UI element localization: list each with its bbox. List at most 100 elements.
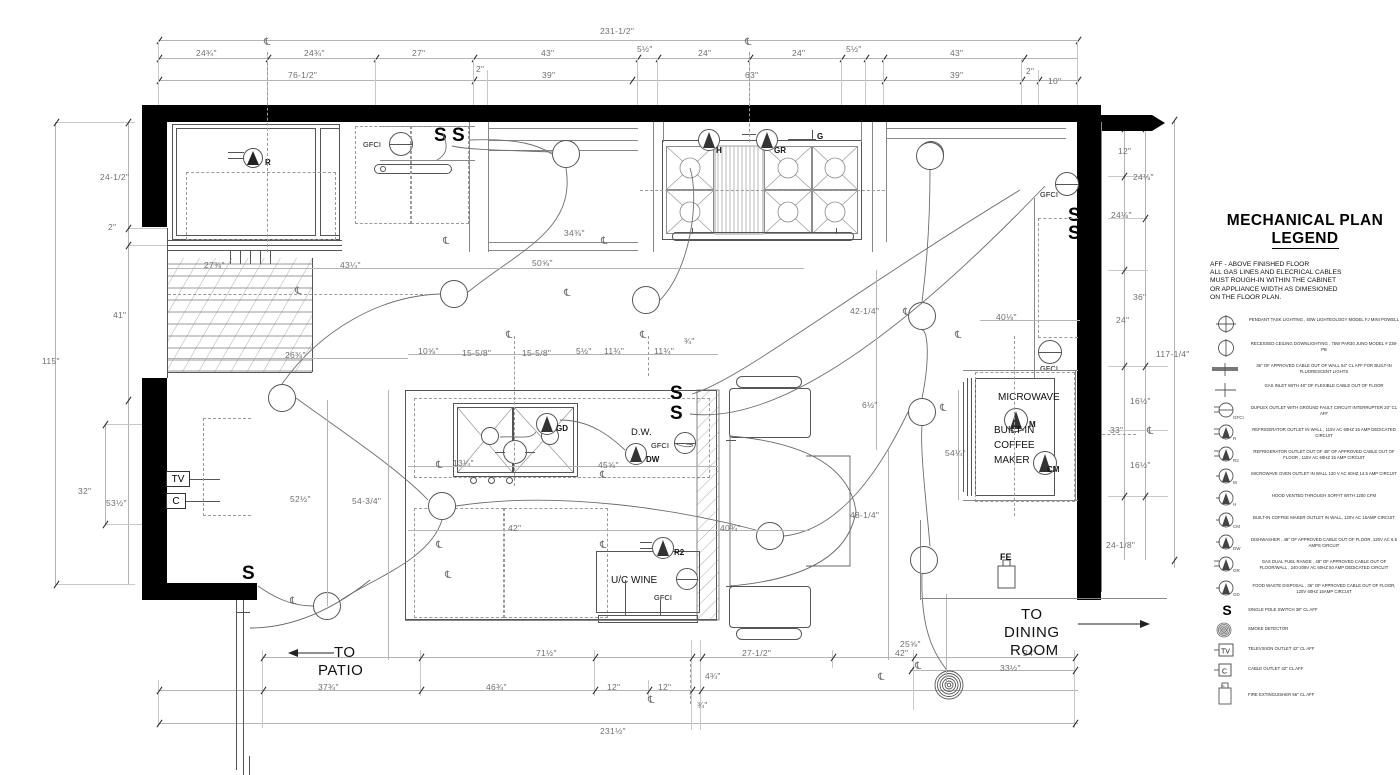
legend-row-dishwasher: DW DISHWASHER , 48" OF APPROVED CABLE OU… [1210, 534, 1400, 554]
label-to-dining-line1: TO [1021, 606, 1043, 623]
dishwasher-wedge [630, 446, 642, 462]
legend-text-fire: FIRE EXTINGUISHER 56" CL AFF [1248, 692, 1315, 698]
gas-range-symbol: GR [1210, 556, 1244, 573]
dim-top-10: 2" [1026, 66, 1035, 76]
legend-row-cable-wall: 36" OF APPROVED CABLE OUT OF WALL 54" CL… [1210, 362, 1400, 380]
downlight-6 [756, 522, 784, 550]
dim-top-8: 5½" [846, 44, 862, 54]
dim-right-5: 24" [1116, 315, 1130, 325]
svg-text:R: R [1233, 436, 1237, 441]
sink-outline [453, 403, 578, 477]
legend-row-refrig-floor: R2 REFRIGERATOR OUTLET OUT OF 48" OF APP… [1210, 446, 1400, 466]
device-tag-hood: H [716, 146, 722, 155]
dim-top-3: 27" [412, 48, 426, 58]
burner-crosses [665, 145, 859, 235]
wall-cab-left [355, 126, 411, 224]
hood-symbol-wedge [703, 132, 715, 148]
smoke-detector-symbol [934, 670, 964, 700]
mw-cm-cabinet-dashed [975, 372, 1075, 502]
dim-bottom2-5: ¾" [697, 700, 708, 710]
dimline-v-6 [876, 390, 877, 438]
dim-bottom-4: 24" [1023, 648, 1037, 658]
switch-5: S [670, 383, 683, 404]
gfci-label-5: GFCI [654, 593, 672, 602]
gas-inlet-symbol [1210, 382, 1244, 398]
burner-1 [666, 146, 714, 190]
dim-int-5-1-2: 5½" [576, 346, 592, 356]
svg-text:TV: TV [1221, 649, 1230, 656]
switch-4: S [1068, 223, 1081, 244]
refrigerator-cabinet-dashed [186, 172, 336, 240]
dimline-left-col2 [128, 122, 129, 584]
switch-2: S [452, 125, 465, 146]
legend-text-dishwasher: DISHWASHER , 48" OF APPROVED CABLE OUT O… [1251, 537, 1397, 548]
dim-bottom-overall: 231½" [600, 726, 626, 736]
refrigerator-inner [176, 128, 316, 236]
television-outlet-symbol: TV [1210, 642, 1244, 658]
legend-row-cable: C CABLE OUTLET 42" CL AFF [1210, 662, 1400, 680]
legend-text-cable-wall: 36" OF APPROVED CABLE OUT OF WALL 54" CL… [1256, 363, 1392, 374]
coffee-maker-wedge [1039, 454, 1051, 472]
sink-hole-2 [488, 477, 495, 484]
wall-top-right [877, 105, 1077, 122]
svg-text:M: M [1233, 480, 1237, 485]
svg-text:H: H [1233, 502, 1236, 507]
floor-plan-drawing: 231-1/2" 24¾" 24¾" 27" 43" 5½" 24" 24" 5… [42, 26, 1190, 775]
wall-right [1077, 105, 1101, 600]
cl-mark-bottom2: ℄ [915, 661, 922, 672]
dim-right-9: 16½" [1130, 460, 1151, 470]
dim-top2-4: 63" [745, 70, 759, 80]
label-maker: MAKER [994, 455, 1030, 466]
hood-symbol: H [1210, 490, 1244, 507]
svg-text:FE: FE [1221, 684, 1225, 688]
dim-int-34-3-8: 34⅜" [564, 228, 585, 238]
left-cabinet-dashed [203, 418, 251, 516]
counter-hatch-left [167, 258, 312, 372]
wall-left-lower [142, 378, 167, 600]
dim-int-48-1-4: 48-1/4" [850, 510, 880, 520]
dim-left-3: 41" [113, 310, 127, 320]
dim-bottom2-1: 37¾" [318, 682, 339, 692]
legend-text-disposal: FOOD WASTE DISPOSAL , 36" OF APPROVED CA… [1252, 583, 1396, 594]
legend-row-hood: H HOOD VENTED THROUGH SOFFIT WITH 1200 C… [1210, 490, 1400, 510]
cable-out-of-wall-symbol [1210, 362, 1244, 378]
chair-lower [729, 586, 811, 628]
legend-text-gas-inlet: GAS INLET WITH 48" OF FLEXIBLE CABLE OUT… [1264, 383, 1384, 389]
dimline-bottom-row1 [262, 657, 1074, 658]
dim-right-6: 117-1/4" [1156, 349, 1190, 359]
coffee-maker-outlet-symbol: CM [1210, 512, 1244, 529]
dimline-island-top [408, 354, 718, 355]
refrigerator-outlet-wall-symbol: R [1210, 424, 1244, 441]
cl-8: ℄ [640, 330, 647, 341]
dim-bottom2-4: 12" [658, 682, 672, 692]
cl-7: ℄ [506, 330, 513, 341]
smoke-detector-symbol [1210, 622, 1244, 638]
legend-text-hood: HOOD VENTED THROUGH SOFFIT WITH 1200 CFM [1271, 493, 1377, 499]
legend-text-cable: CABLE OUTLET 42" CL AFF [1248, 666, 1304, 672]
dim-right-10: 24-1/8" [1106, 540, 1136, 550]
dimline-island-low [408, 530, 718, 531]
legend-row-disposal: GD FOOD WASTE DISPOSAL , 36" OF APPROVED… [1210, 580, 1400, 600]
chair-lower-rail [736, 628, 802, 640]
dim-bottom2-2: 46¾" [486, 682, 507, 692]
range-front-rail [672, 232, 854, 241]
cl-17: ℄ [940, 403, 947, 414]
legend-panel: MECHANICAL PLAN LEGEND AFF - ABOVE FINIS… [1210, 212, 1400, 710]
dim-int-50-5-8: 50⅝" [532, 258, 553, 268]
centerline-vertical-island [514, 336, 515, 486]
refrigerator-outlet-floor-symbol: R2 [1210, 446, 1244, 463]
dimline-bottom-overall [158, 723, 1078, 724]
wall-top-middle [487, 105, 877, 122]
dimline-v-48 [888, 450, 889, 660]
dimline-v-42 [876, 270, 877, 450]
dim-top-11: 10" [1048, 76, 1062, 86]
dim-right-8: 33" [1110, 425, 1124, 435]
dim-int-15-5-8-b: 15-5/8" [522, 348, 552, 358]
device-tag-dishwasher: DW [646, 455, 660, 464]
to-patio-arrow [288, 649, 334, 657]
wall-left-upper [142, 105, 167, 227]
dimline-interior-1 [168, 268, 804, 269]
legend-text-microwave: MICROWAVE OVEN OUTLET IN WALL 120 V AC 6… [1251, 471, 1397, 477]
device-tag-coffee-maker: CM [1047, 465, 1060, 474]
television-outlet-box: TV [166, 471, 190, 487]
